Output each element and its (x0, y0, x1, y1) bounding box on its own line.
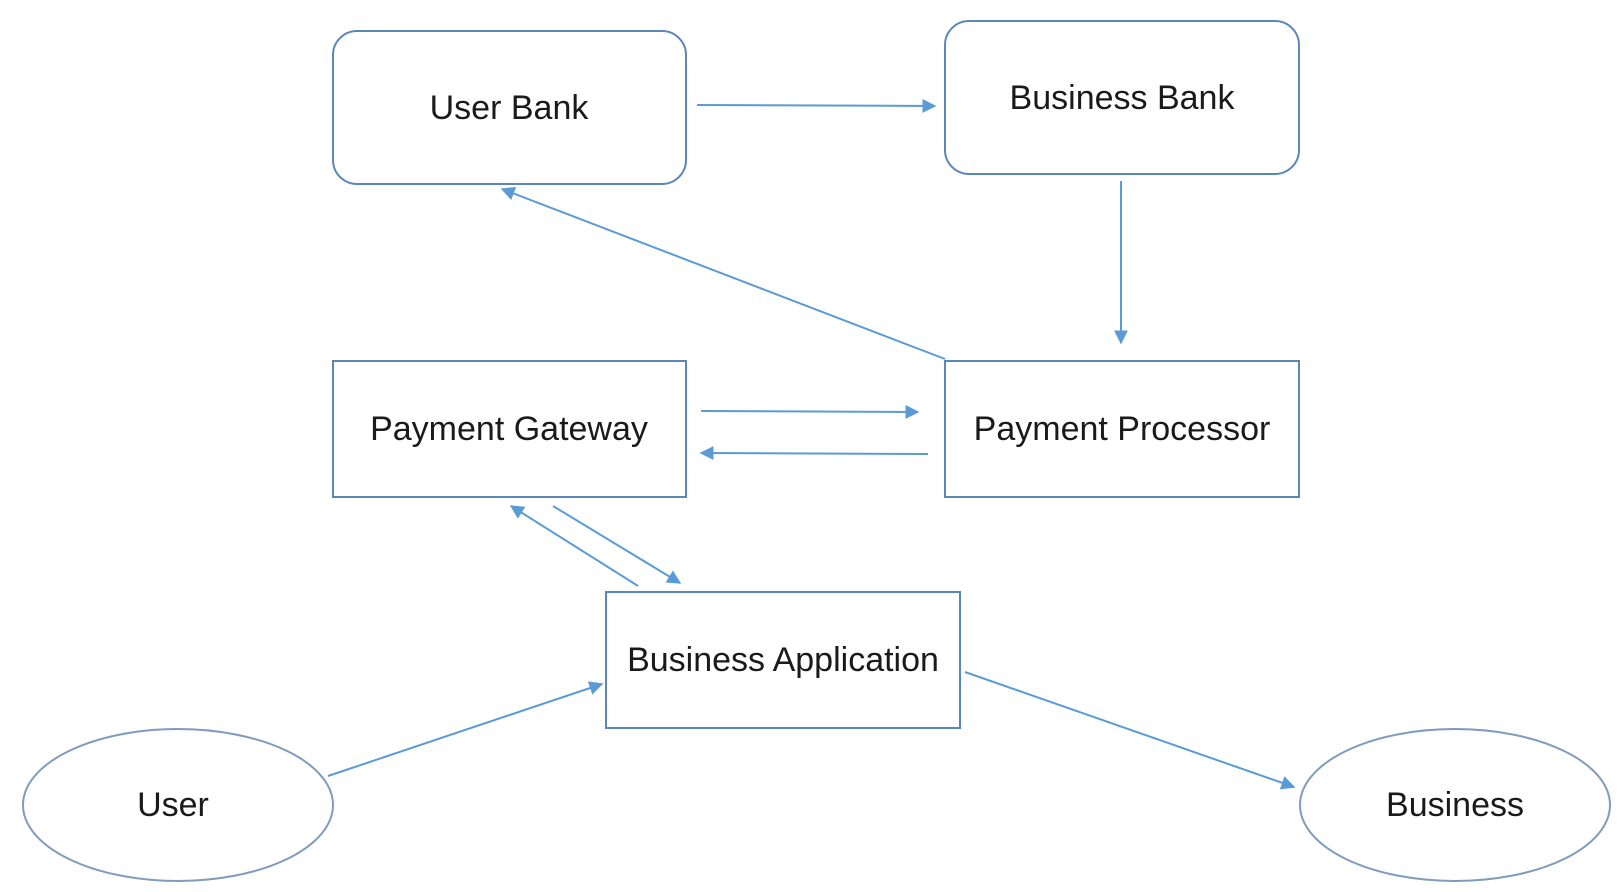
node-payment-gateway-label: Payment Gateway (370, 410, 648, 448)
node-business-label: Business (1386, 786, 1524, 824)
node-user-label: User (137, 786, 209, 824)
node-business-application: Business Application (605, 591, 961, 729)
edge-payment-processor-to-payment-gateway (699, 446, 929, 461)
node-user-bank: User Bank (332, 30, 687, 185)
node-business-bank: Business Bank (944, 20, 1300, 175)
edge-payment-gateway-to-payment-processor (700, 404, 920, 419)
node-payment-processor-label: Payment Processor (974, 410, 1271, 448)
edge-user-bank-to-business-bank (696, 98, 937, 113)
node-user-bank-label: User Bank (430, 89, 590, 127)
node-business-application-label: Business Application (627, 641, 939, 679)
node-payment-gateway: Payment Gateway (332, 360, 687, 498)
node-business-bank-label: Business Bank (1010, 79, 1236, 117)
node-payment-processor: Payment Processor (944, 360, 1300, 498)
edge-business-application-to-payment-gateway (509, 505, 639, 587)
edge-payment-processor-to-user-bank (500, 186, 946, 360)
edge-payment-gateway-to-business-application (552, 505, 682, 584)
edge-business-application-to-business (964, 671, 1296, 790)
node-user: User (22, 728, 334, 882)
edge-user-to-business-application (327, 681, 604, 777)
node-business: Business (1299, 728, 1611, 882)
